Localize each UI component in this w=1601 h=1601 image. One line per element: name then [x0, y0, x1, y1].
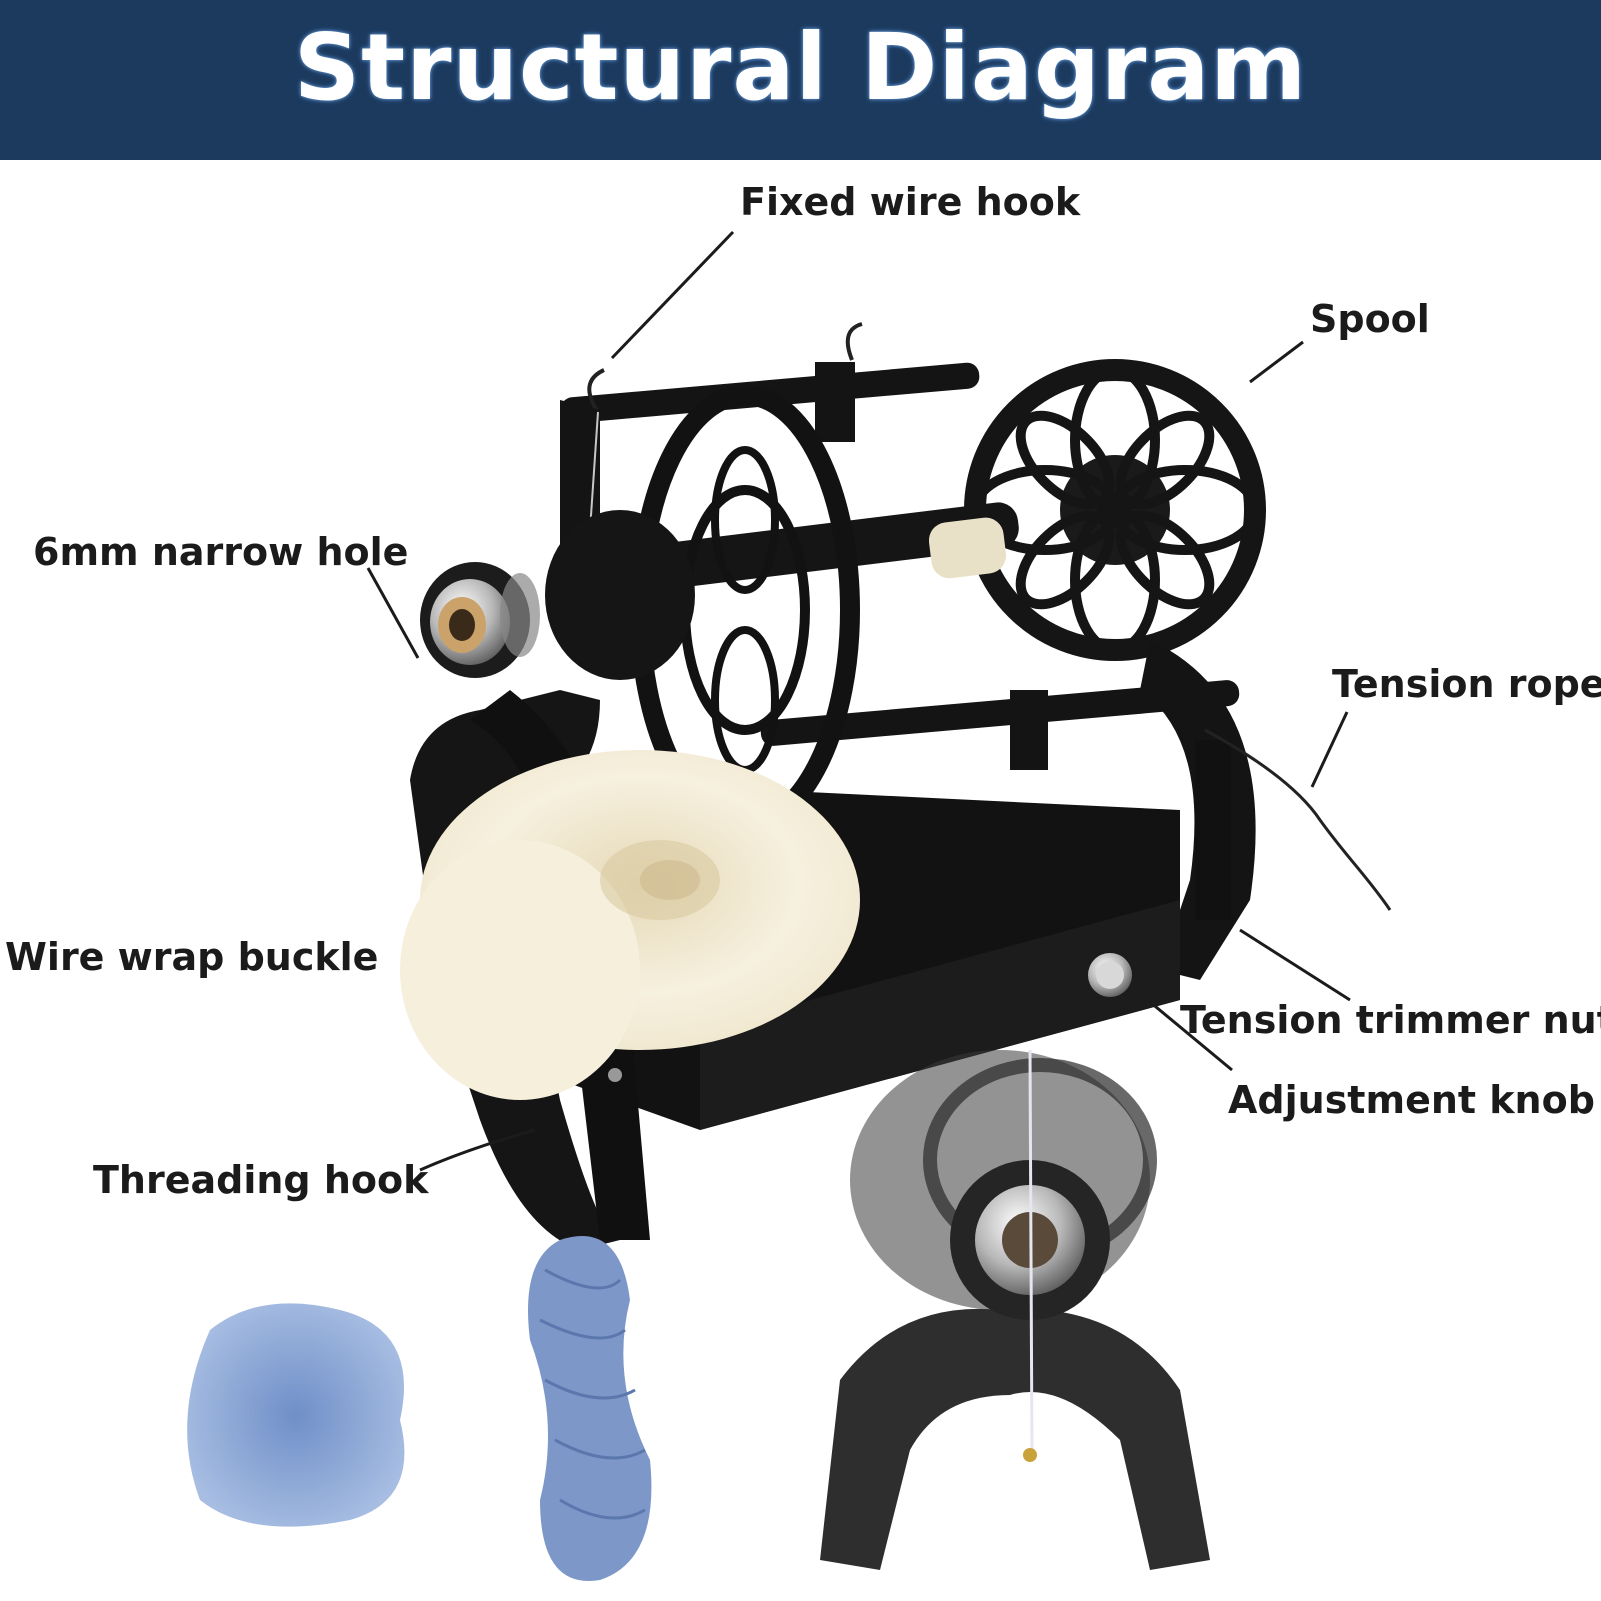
tension-trimmer-bracket — [1195, 740, 1231, 920]
guide-block — [1010, 690, 1048, 770]
label-wire-wrap-buckle: Wire wrap buckle — [5, 935, 379, 979]
machine-illustration — [187, 230, 1392, 1581]
leader-lines — [366, 230, 1351, 1172]
label-tension-trimmer-nut: Tension trimmer nut — [1180, 998, 1601, 1042]
wool-fiber — [400, 750, 860, 1100]
label-narrow-hole: 6mm narrow hole — [33, 530, 409, 574]
spun-yarn — [928, 517, 1007, 579]
label-tension-rope: Tension rope — [1332, 662, 1601, 706]
blue-yarn-skein — [528, 1236, 652, 1581]
label-spool: Spool — [1310, 297, 1430, 341]
lower-bar — [760, 680, 1240, 746]
spool-wheel — [964, 359, 1266, 661]
label-adjustment-knob: Adjustment knob — [1228, 1078, 1595, 1122]
label-fixed-wire-hook: Fixed wire hook — [740, 180, 1081, 224]
label-threading-hook: Threading hook — [93, 1158, 429, 1202]
title-banner — [0, 0, 1601, 160]
blue-roving — [187, 1303, 405, 1527]
inset-machine-front — [820, 1049, 1210, 1570]
page-title: Structural Diagram — [293, 14, 1308, 121]
wire-wrap-buckle-arm — [470, 690, 650, 1240]
bearing-hub — [420, 510, 695, 680]
buckle-screw — [608, 1068, 622, 1082]
tension-rope-line — [1204, 728, 1392, 911]
